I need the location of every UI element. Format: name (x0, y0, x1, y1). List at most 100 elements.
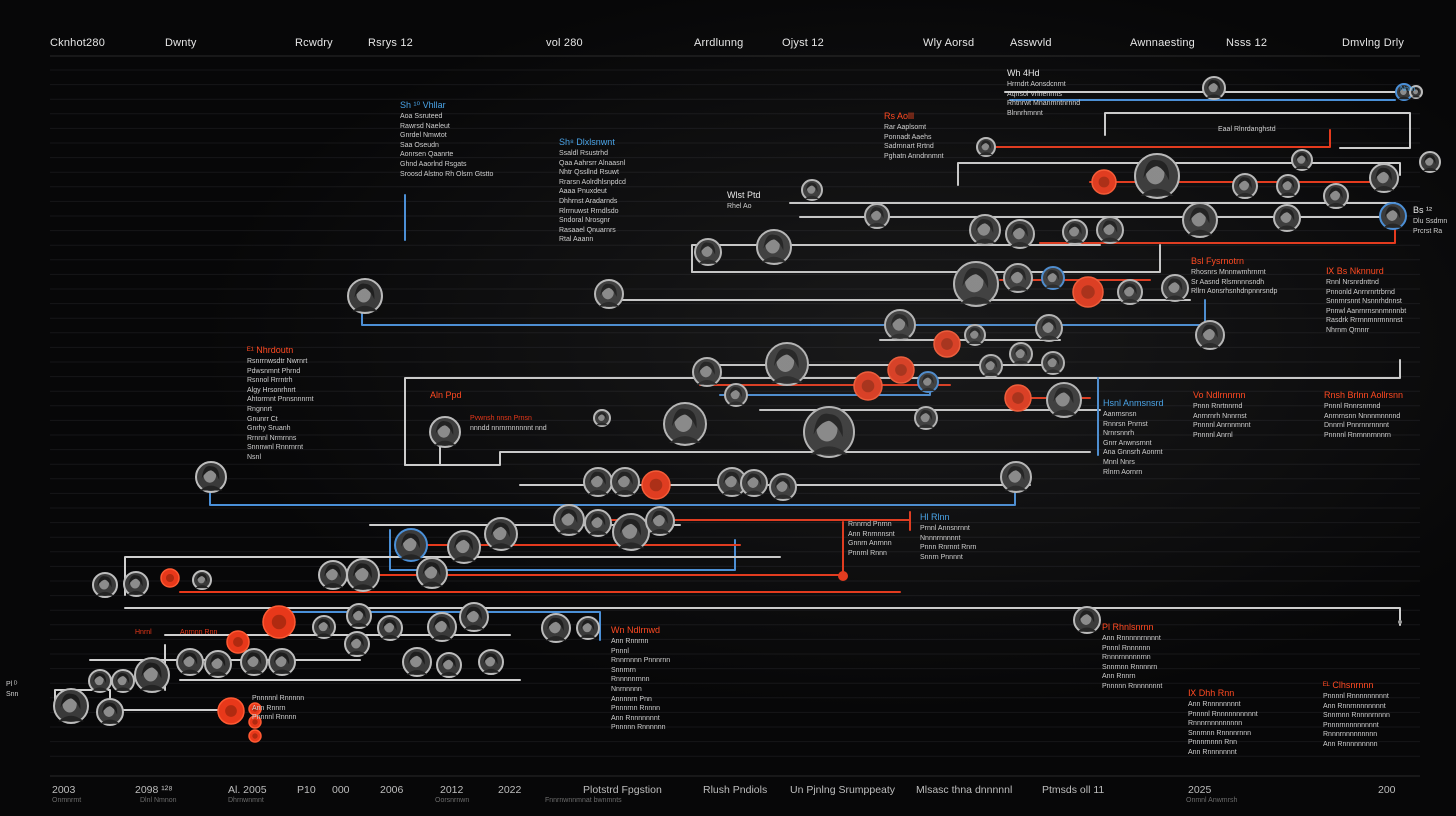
person-portrait-node (884, 309, 916, 341)
annotation-line: Prnnl Annsnrnnt (920, 525, 970, 532)
annotation-line: Pnnnl Rnnnnnn (1102, 644, 1151, 652)
annotation-line: Ahtorrnnt Pnnsnnnrnt (247, 396, 314, 404)
annotation-line: Rasaael Qnuarnrs (559, 226, 616, 234)
person-portrait-node (576, 616, 600, 640)
annotation-line: Rsnnol Rrrntrh (247, 377, 293, 385)
annotation-line: Pdwsnmnt Phrnd (247, 367, 301, 375)
event-node (1004, 384, 1032, 412)
annotation-line: Rllrn Aonsrhsnhdnpnnrsndp (1191, 288, 1278, 296)
annotation-title: Rs Aolll (884, 111, 915, 121)
annotation-note: Eaal Rlnrdanghstd (1218, 125, 1276, 135)
annotation-note: Hnrnl (135, 628, 152, 638)
annotation-line: Pvwnsh nnsn Prnsn (470, 415, 532, 422)
header-label: Awnnaesting (1130, 37, 1195, 49)
person-portrait-node (553, 504, 585, 536)
person-nodes (53, 76, 1441, 743)
annotation-line: Rasdrk Rrrnnmnrmnnnst (1326, 317, 1403, 325)
person-portrait-node (346, 603, 372, 629)
annotation-line: Pnnnrnnnn Rnn (1188, 739, 1238, 747)
annotation-line: Sadrnnart Rrtnd (884, 143, 934, 151)
annotation-line: Ssaldl Rsustrhd (559, 150, 609, 157)
track-line-white (124, 607, 1401, 626)
person-portrait-node (1046, 382, 1082, 418)
year-label: 200 (1378, 784, 1396, 796)
person-portrait-node (195, 461, 227, 493)
annotation-line: Pnnnnl Anrnl (1193, 431, 1233, 439)
annotation-line: Rnnrsn Pnrnst (1103, 420, 1148, 428)
person-portrait-node (459, 602, 489, 632)
year-label: Un Pjnlng Srumppeaty (790, 784, 896, 796)
header-label: Rsrys 12 (368, 37, 413, 49)
annotation-line: Ann Rnnrn (252, 704, 286, 712)
year-label: P10 (297, 784, 316, 796)
year-label: 2006 (380, 784, 404, 796)
person-portrait-node (1409, 85, 1423, 99)
event-node (887, 356, 915, 384)
header-label: Dwnty (165, 37, 197, 49)
annotation-line: Rnnrnnnn Pnnnrnn (611, 657, 671, 665)
annotation-line: Hnrnl (135, 629, 152, 636)
person-portrait-node (914, 406, 938, 430)
annotation-line: Sr Aasnd Rlsmnnnsndh (1191, 278, 1265, 286)
annotation-line: Aqnsol Vrlnenrnts (1007, 90, 1062, 98)
header-label: Dmvlng Drly (1342, 37, 1405, 49)
track-line-blue (389, 529, 736, 571)
person-portrait-node (1073, 606, 1101, 634)
person-portrait-node (344, 631, 370, 657)
header-label: Ojyst 12 (782, 37, 824, 49)
person-portrait-node (240, 648, 268, 676)
year-sublabel: Oorsnrnwn (435, 797, 470, 804)
annotation-line: Nhtr Qssllnd Rsuwt (559, 169, 619, 177)
annotation-line: Gnnrn Anrnnn (848, 540, 892, 548)
annotation-line: Eaal Rlnrdanghstd (1218, 126, 1276, 133)
annotation-line: Pnnnnl Anrnnmnnt (1193, 422, 1251, 430)
annotation-line: Aoa Ssruteed (400, 113, 443, 120)
person-portrait-node (318, 560, 348, 590)
person-portrait-node (123, 571, 149, 597)
person-portrait-node (1276, 174, 1300, 198)
person-portrait-node (92, 572, 118, 598)
annotation-line: Pnnnl (611, 647, 629, 655)
annotation-line: Ann Rnnnnnnnnt (1188, 701, 1241, 708)
annotation-line: Rhosnrs Mnnnwmhrnrnt (1191, 269, 1266, 276)
annotation-line: Anrnrnsnn Nnnnmnnnnd (1324, 412, 1401, 420)
annotation-line: Snnrnnn Rnnnnrnnnn (1323, 712, 1390, 720)
annotation-line: Dhhrnst Aradarnds (559, 197, 618, 205)
person-portrait-node (134, 657, 170, 693)
annotation-line: Ann Rnnrn (1102, 673, 1136, 681)
person-portrait-node (176, 648, 204, 676)
annotation-line: Pnnnnl Rnnnnnnnnnt (1323, 693, 1389, 700)
person-portrait-node (663, 402, 707, 446)
annotation-title: Wlst Ptd (727, 190, 761, 200)
annotation-line: Pghatn Anndnnmnt (884, 152, 944, 160)
annotation-line: Qaa Aahrsrr Alnaasnl (559, 159, 626, 167)
annotation-title: Hsnl Anmsnsrd (1103, 398, 1164, 408)
event-node (853, 371, 883, 401)
annotation-line: Prcrst Ra (1413, 227, 1443, 235)
annotation-title: Ⅸ Bs Nknnurd (1326, 266, 1384, 276)
year-sublabel: Dhrnwnmnt (228, 797, 264, 804)
annotation-line: Snnrnrn (611, 666, 636, 674)
person-portrait-node (645, 506, 675, 536)
annotation-title: Rnsh Brlnn Aollrsnn (1324, 390, 1404, 400)
annotation-line: Ghnd Aaorlnd Rsgats (400, 160, 467, 168)
year-sublabel: Dlnl Nmnon (140, 797, 177, 804)
annotation-line: Pnnn Rnrtnnrnd (1193, 403, 1243, 410)
annotation-line: Anrnnn Rnn (180, 629, 218, 636)
annotation-line: Rnnnrnnnnnnnnn (1323, 731, 1378, 739)
person-portrait-node (1273, 204, 1301, 232)
annotation-line: Ann Rnnrnn (611, 638, 649, 645)
annotation-line: Nnrnnnnn (611, 685, 642, 693)
header-label: Nsss 12 (1226, 37, 1268, 49)
event-node (226, 630, 250, 654)
